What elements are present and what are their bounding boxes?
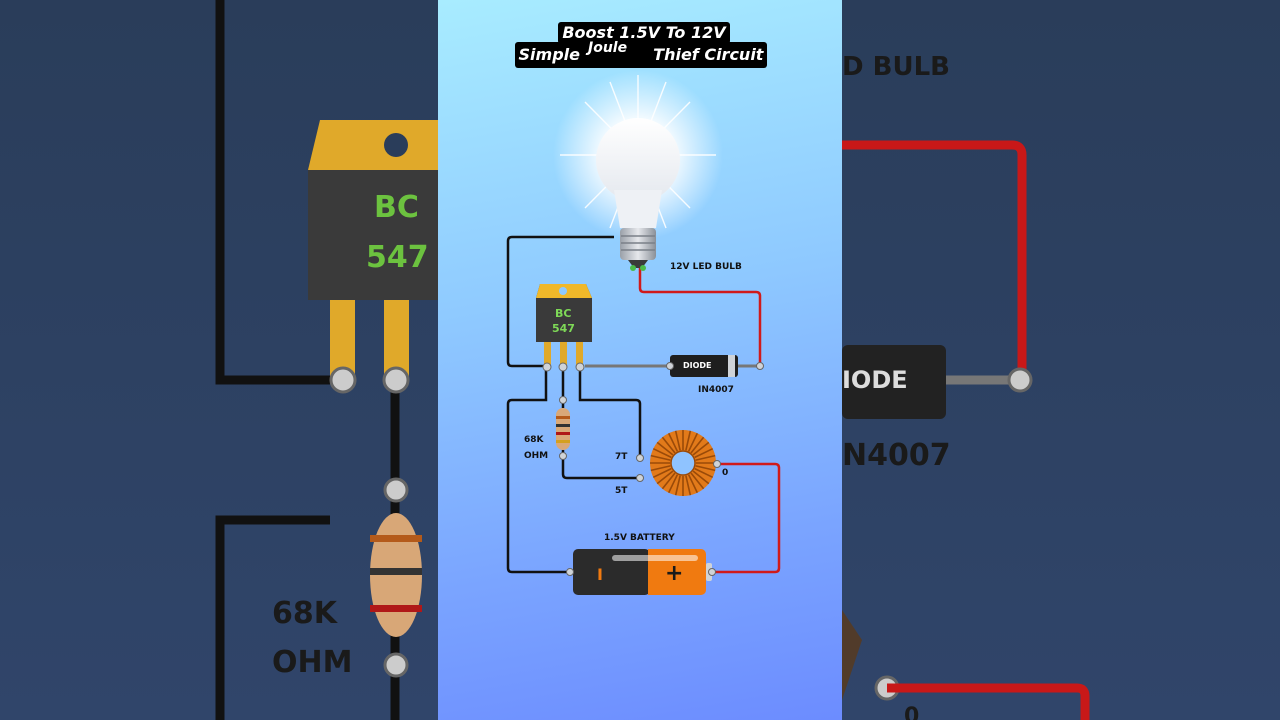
coil-winding (650, 465, 671, 472)
zoom-diode-part-fragment: N4007 (842, 438, 951, 473)
transistor-bc547-icon (536, 284, 592, 372)
coil-label-7t: 7T (615, 452, 628, 462)
coil-winding (652, 467, 672, 479)
coil-winding (692, 441, 710, 456)
coil-winding (667, 432, 679, 452)
coil-winding (687, 474, 699, 494)
coil-winding (656, 470, 674, 485)
zoom-resistor-line1: 68K (272, 596, 337, 631)
zoom-bulb-fragment: D BULB (842, 52, 950, 82)
coil-winding (674, 475, 681, 496)
wires-red (638, 268, 781, 574)
coil-winding (687, 432, 699, 452)
battery-minus-sign: I (597, 565, 603, 584)
resistor-68k-icon (556, 396, 570, 460)
transistor-label-line2: 547 (552, 322, 575, 335)
diode-in4007-icon (666, 355, 764, 377)
coil-winding (656, 441, 674, 456)
resistor-label-line1: 68K (524, 435, 544, 445)
zoom-resistor-line2: OHM (272, 645, 353, 680)
coil-winding (685, 430, 692, 451)
coil-label-zero: 0 (722, 468, 729, 478)
coil-winding (652, 447, 672, 459)
background-zoom-left: BC 547 68K OHM (0, 0, 438, 720)
zoom-transistor-line2: 547 (366, 240, 429, 275)
zoom-transistor-line1: BC (374, 190, 419, 225)
toroid-coil-icon (636, 430, 721, 496)
coil-winding (694, 447, 714, 459)
battery-plus-sign: + (665, 561, 684, 586)
title-line2: Simple Thief Circuit (515, 42, 767, 68)
zoom-diode-fragment: IODE (842, 366, 908, 394)
background-zoom-right: D BULB IODE N4007 0 (842, 0, 1280, 720)
coil-winding (661, 436, 676, 454)
bulb-label: 12V LED BULB (670, 262, 742, 272)
led-bulb-icon (553, 70, 723, 271)
diode-part-label: IN4007 (698, 385, 734, 395)
battery-label: 1.5V BATTERY (604, 533, 675, 543)
resistor-label-line2: OHM (524, 451, 549, 461)
coil-winding (695, 454, 716, 461)
coil-label-5t: 5T (615, 486, 628, 496)
title-line2-right: Thief Circuit (653, 45, 764, 64)
coil-winding (685, 475, 692, 496)
coil-winding (692, 470, 710, 485)
coil-winding (674, 430, 681, 451)
diode-text: DIODE (683, 361, 712, 370)
battery-1-5v-icon (566, 549, 716, 595)
coil-winding (690, 472, 705, 490)
zoom-coil-zero: 0 (904, 704, 920, 720)
title-joule: Joule (588, 40, 628, 56)
transistor-label-line1: BC (555, 307, 572, 320)
title-line2-left: Simple (518, 45, 580, 64)
title-line1: Boost 1.5V To 12V (558, 22, 730, 44)
coil-winding (667, 474, 679, 494)
coil-winding (694, 467, 714, 479)
coil-winding (695, 465, 716, 472)
coil-winding (690, 436, 705, 454)
coil-winding (650, 454, 671, 461)
wires-black (506, 235, 642, 574)
coil-winding (661, 472, 676, 490)
